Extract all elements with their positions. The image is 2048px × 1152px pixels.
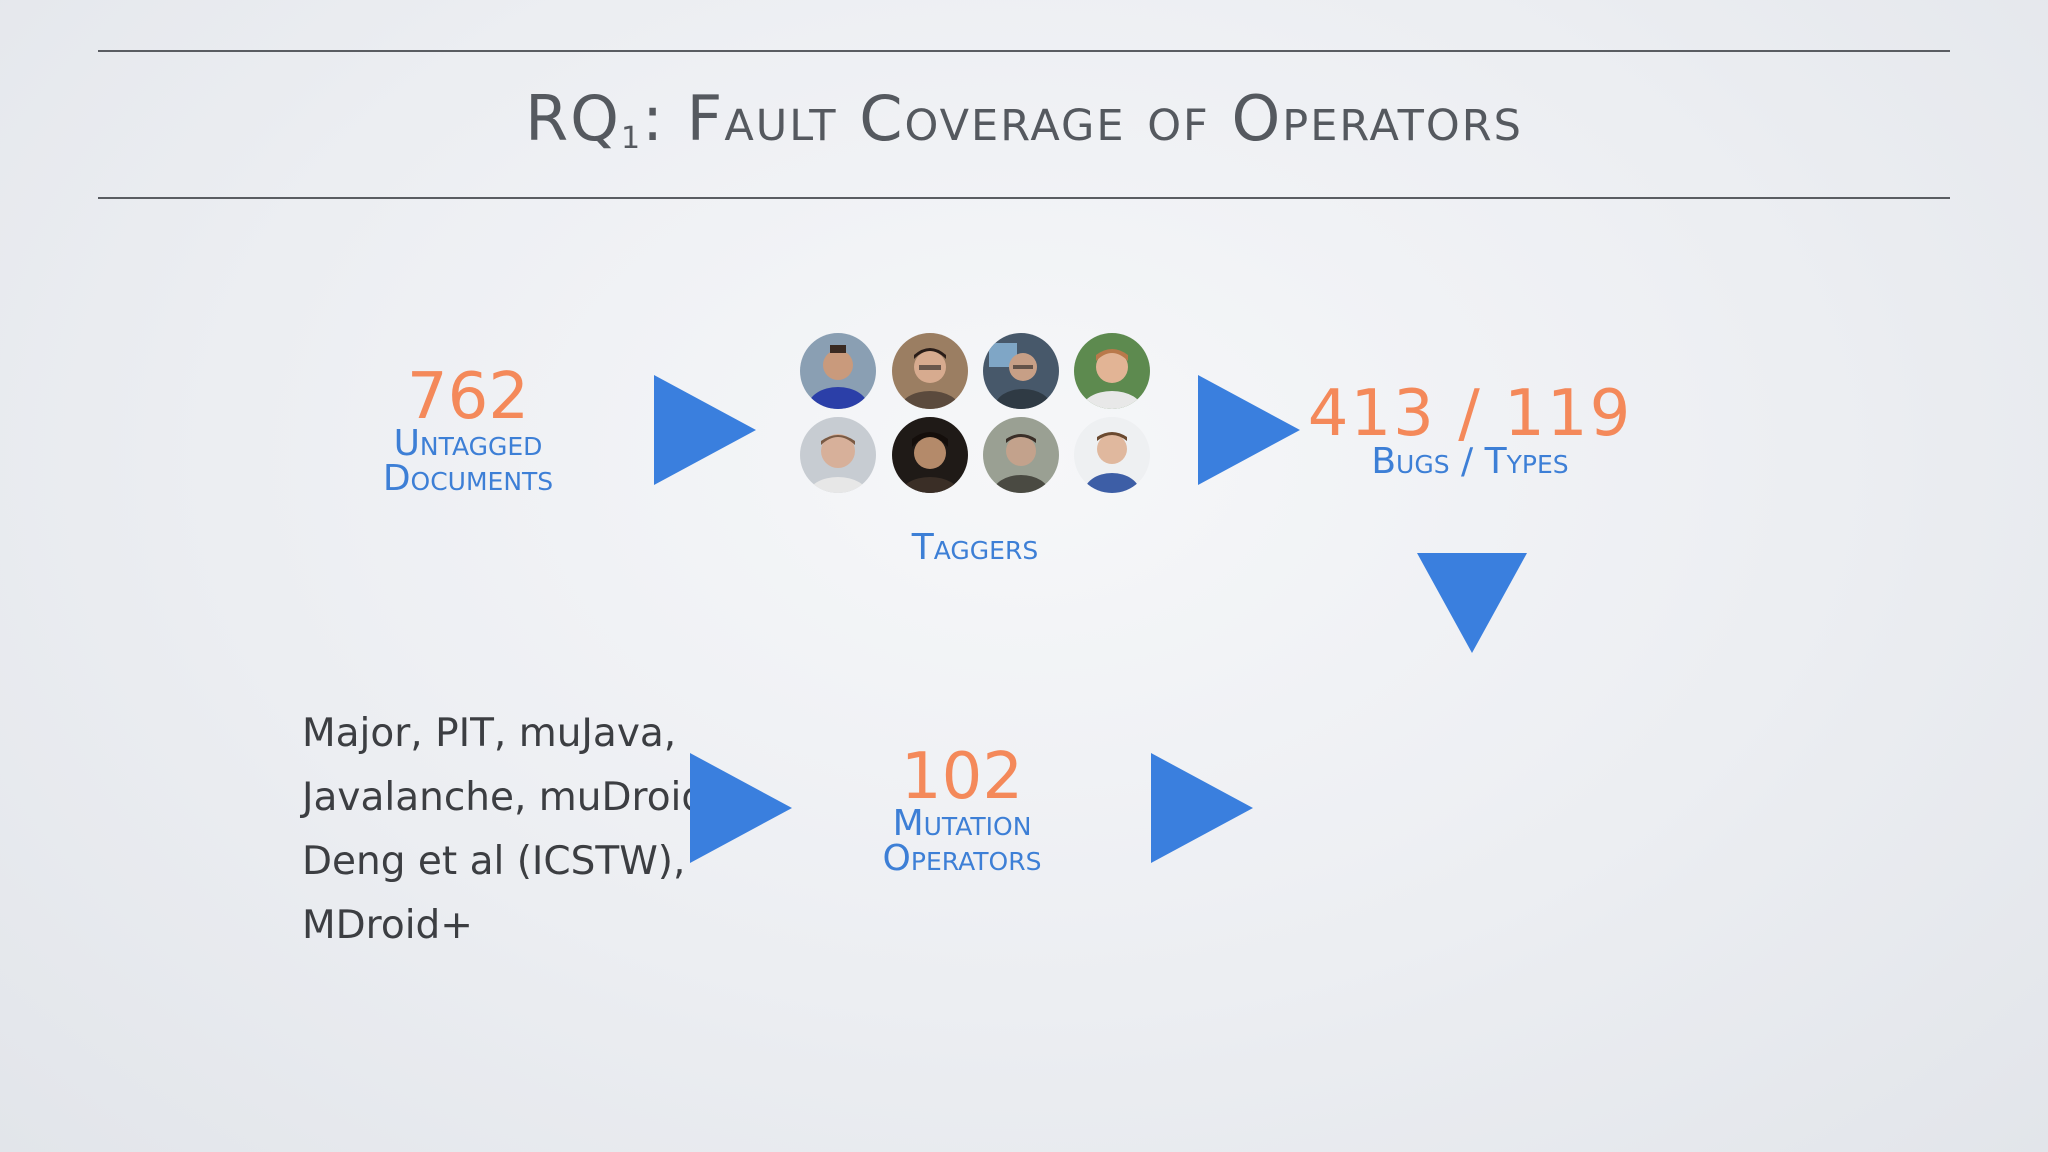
arrow-right-1 bbox=[654, 375, 756, 485]
untagged-label: Untagged Documents bbox=[382, 423, 554, 499]
slide-title: RQ1: Fault Coverage of Operators bbox=[525, 82, 1523, 156]
arrow-right-3 bbox=[690, 753, 792, 863]
top-rule bbox=[98, 50, 1950, 52]
arrow-down bbox=[1417, 553, 1527, 653]
tools-list: Major, PIT, muJava, Javalanche, muDroid,… bbox=[302, 702, 719, 958]
mutation-count: 102 bbox=[900, 740, 1024, 814]
tagger-avatar bbox=[983, 333, 1059, 409]
tools-line: Deng et al (ICSTW), bbox=[302, 839, 686, 884]
tagger-avatar bbox=[892, 333, 968, 409]
tagger-avatar bbox=[983, 417, 1059, 493]
tagger-avatar bbox=[800, 333, 876, 409]
tagger-avatar bbox=[1074, 333, 1150, 409]
arrow-right-4 bbox=[1151, 753, 1253, 863]
tagger-avatar bbox=[892, 417, 968, 493]
bottom-rule bbox=[98, 197, 1950, 199]
tools-line: Major, PIT, muJava, bbox=[302, 711, 677, 756]
tools-line: Javalanche, muDroid, bbox=[302, 775, 719, 820]
arrow-right-2 bbox=[1198, 375, 1300, 485]
untagged-count: 762 bbox=[406, 360, 530, 434]
mutation-label: Mutation Operators bbox=[882, 803, 1042, 879]
bugs-label: Bugs / Types bbox=[1371, 441, 1569, 482]
bugs-count: 413 / 119 bbox=[1307, 377, 1633, 451]
taggers-label: Taggers bbox=[911, 527, 1039, 568]
tagger-avatar bbox=[1074, 417, 1150, 493]
tagger-avatar bbox=[800, 417, 876, 493]
tools-line: MDroid+ bbox=[302, 903, 473, 948]
